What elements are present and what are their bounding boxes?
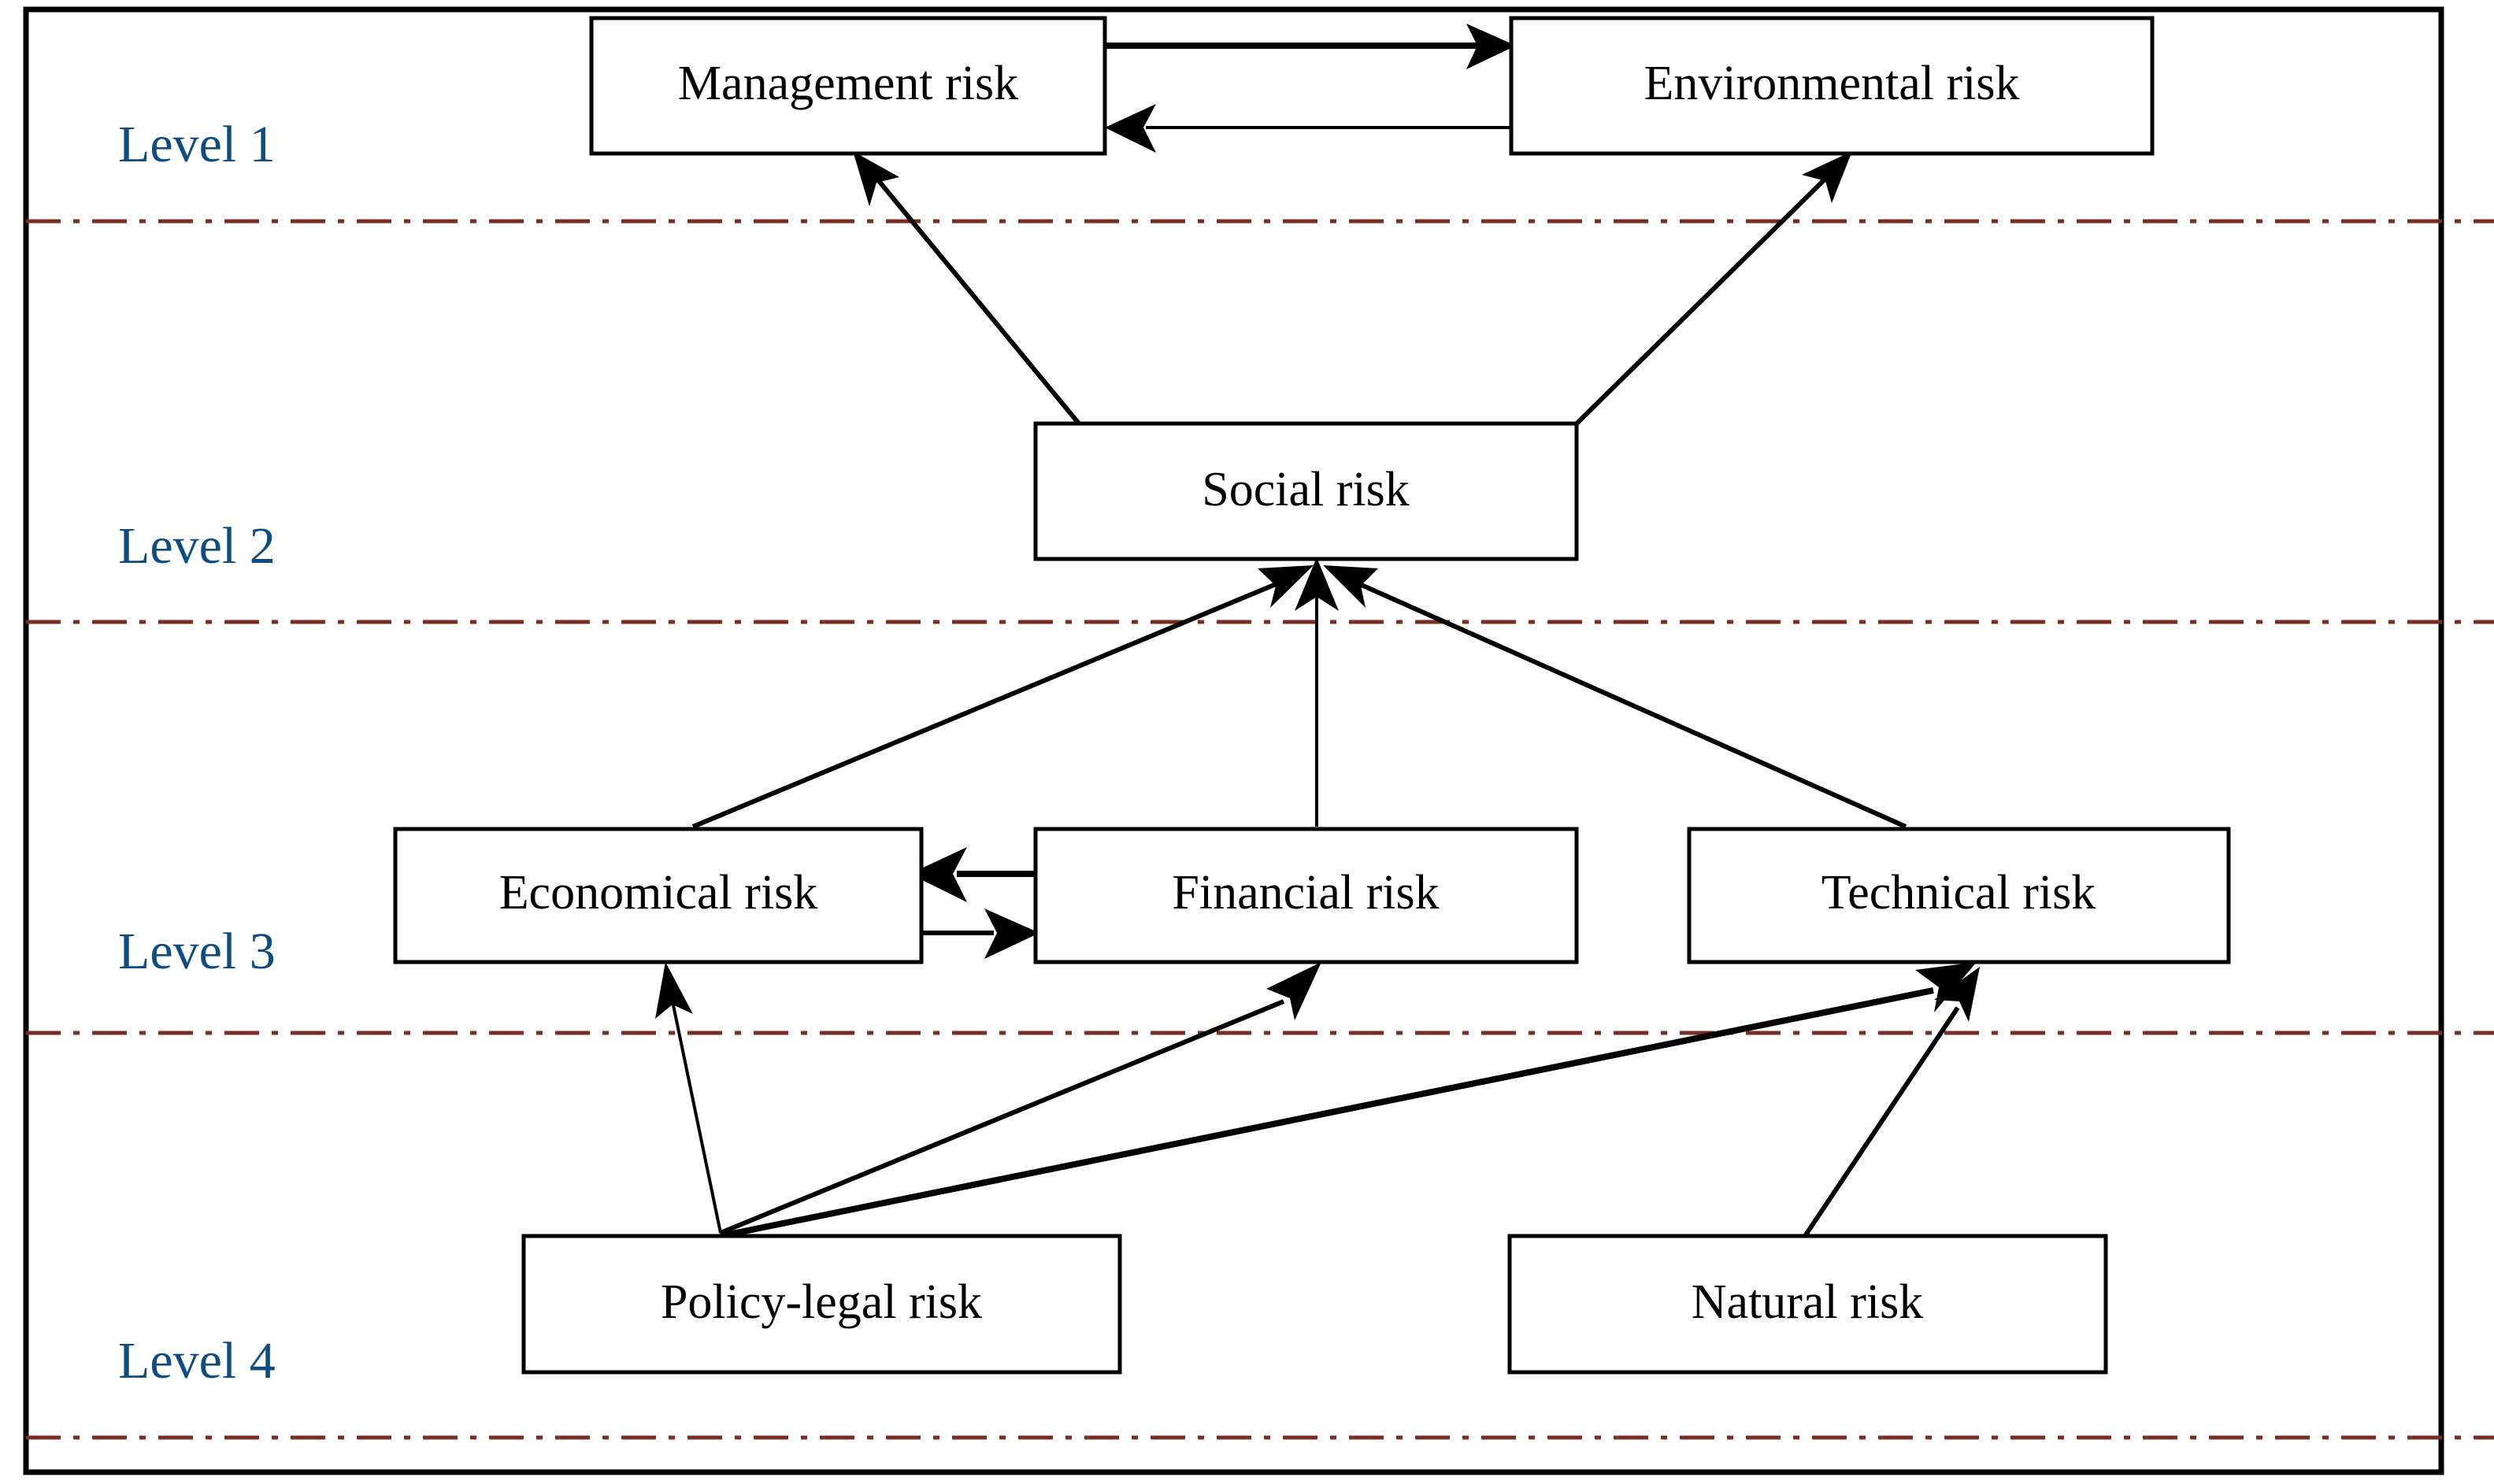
edge-natural-to-technical [1801,967,1980,1240]
node-label-social-risk: Social risk [1202,463,1409,516]
node-label-economical-risk: Economical risk [499,866,818,920]
node-box-policy-legal-risk[interactable] [521,1234,1122,1375]
edge-social-to-management [853,151,1081,425]
level-label-4: Level 4 [118,1332,276,1390]
node-financial-risk[interactable]: Financial risk [1033,827,1579,964]
node-natural-risk[interactable]: Natural risk [1507,1234,2108,1375]
outer-frame [23,6,2444,1475]
node-economical-risk[interactable]: Economical risk [393,827,924,964]
edge-policy-to-financial [719,962,1321,1235]
node-label-natural-risk: Natural risk [1692,1275,1923,1329]
node-environmental-risk[interactable]: Environmental risk [1509,16,2155,156]
node-box-technical-risk[interactable] [1687,827,2231,964]
edge-technical-to-social [1323,565,1907,829]
edge-social-to-environmental [1569,151,1852,431]
node-management-risk[interactable]: Management risk [589,16,1107,156]
edge-environmental-to-management [1105,104,1511,153]
node-box-natural-risk[interactable] [1507,1234,2108,1375]
node-box-social-risk[interactable] [1033,421,1579,561]
node-technical-risk[interactable]: Technical risk [1687,827,2231,964]
edge-management-to-environmental [1105,24,1516,69]
level-label-3: Level 3 [118,923,276,980]
node-label-technical-risk: Technical risk [1821,866,2096,920]
edge-policy-to-economical [655,962,722,1234]
node-policy-legal-risk[interactable]: Policy-legal risk [521,1234,1122,1375]
edge-financial-to-economical [910,847,1036,902]
node-box-environmental-risk[interactable] [1509,16,2155,156]
edge-economical-to-financial [921,909,1039,959]
edge-policy-to-technical [720,962,1977,1239]
level-label-1: Level 1 [118,116,276,173]
level-label-2: Level 2 [118,517,276,575]
node-label-environmental-risk: Environmental risk [1644,57,2020,110]
node-label-financial-risk: Financial risk [1172,866,1439,920]
node-box-management-risk[interactable] [589,16,1107,156]
node-box-economical-risk[interactable] [393,827,924,964]
edge-economical-to-social [691,565,1314,829]
edge-financial-to-social [1295,557,1339,827]
node-label-management-risk: Management risk [678,57,1018,110]
node-social-risk[interactable]: Social risk [1033,421,1579,561]
node-label-policy-legal-risk: Policy-legal risk [661,1275,982,1329]
node-box-financial-risk[interactable] [1033,827,1579,964]
